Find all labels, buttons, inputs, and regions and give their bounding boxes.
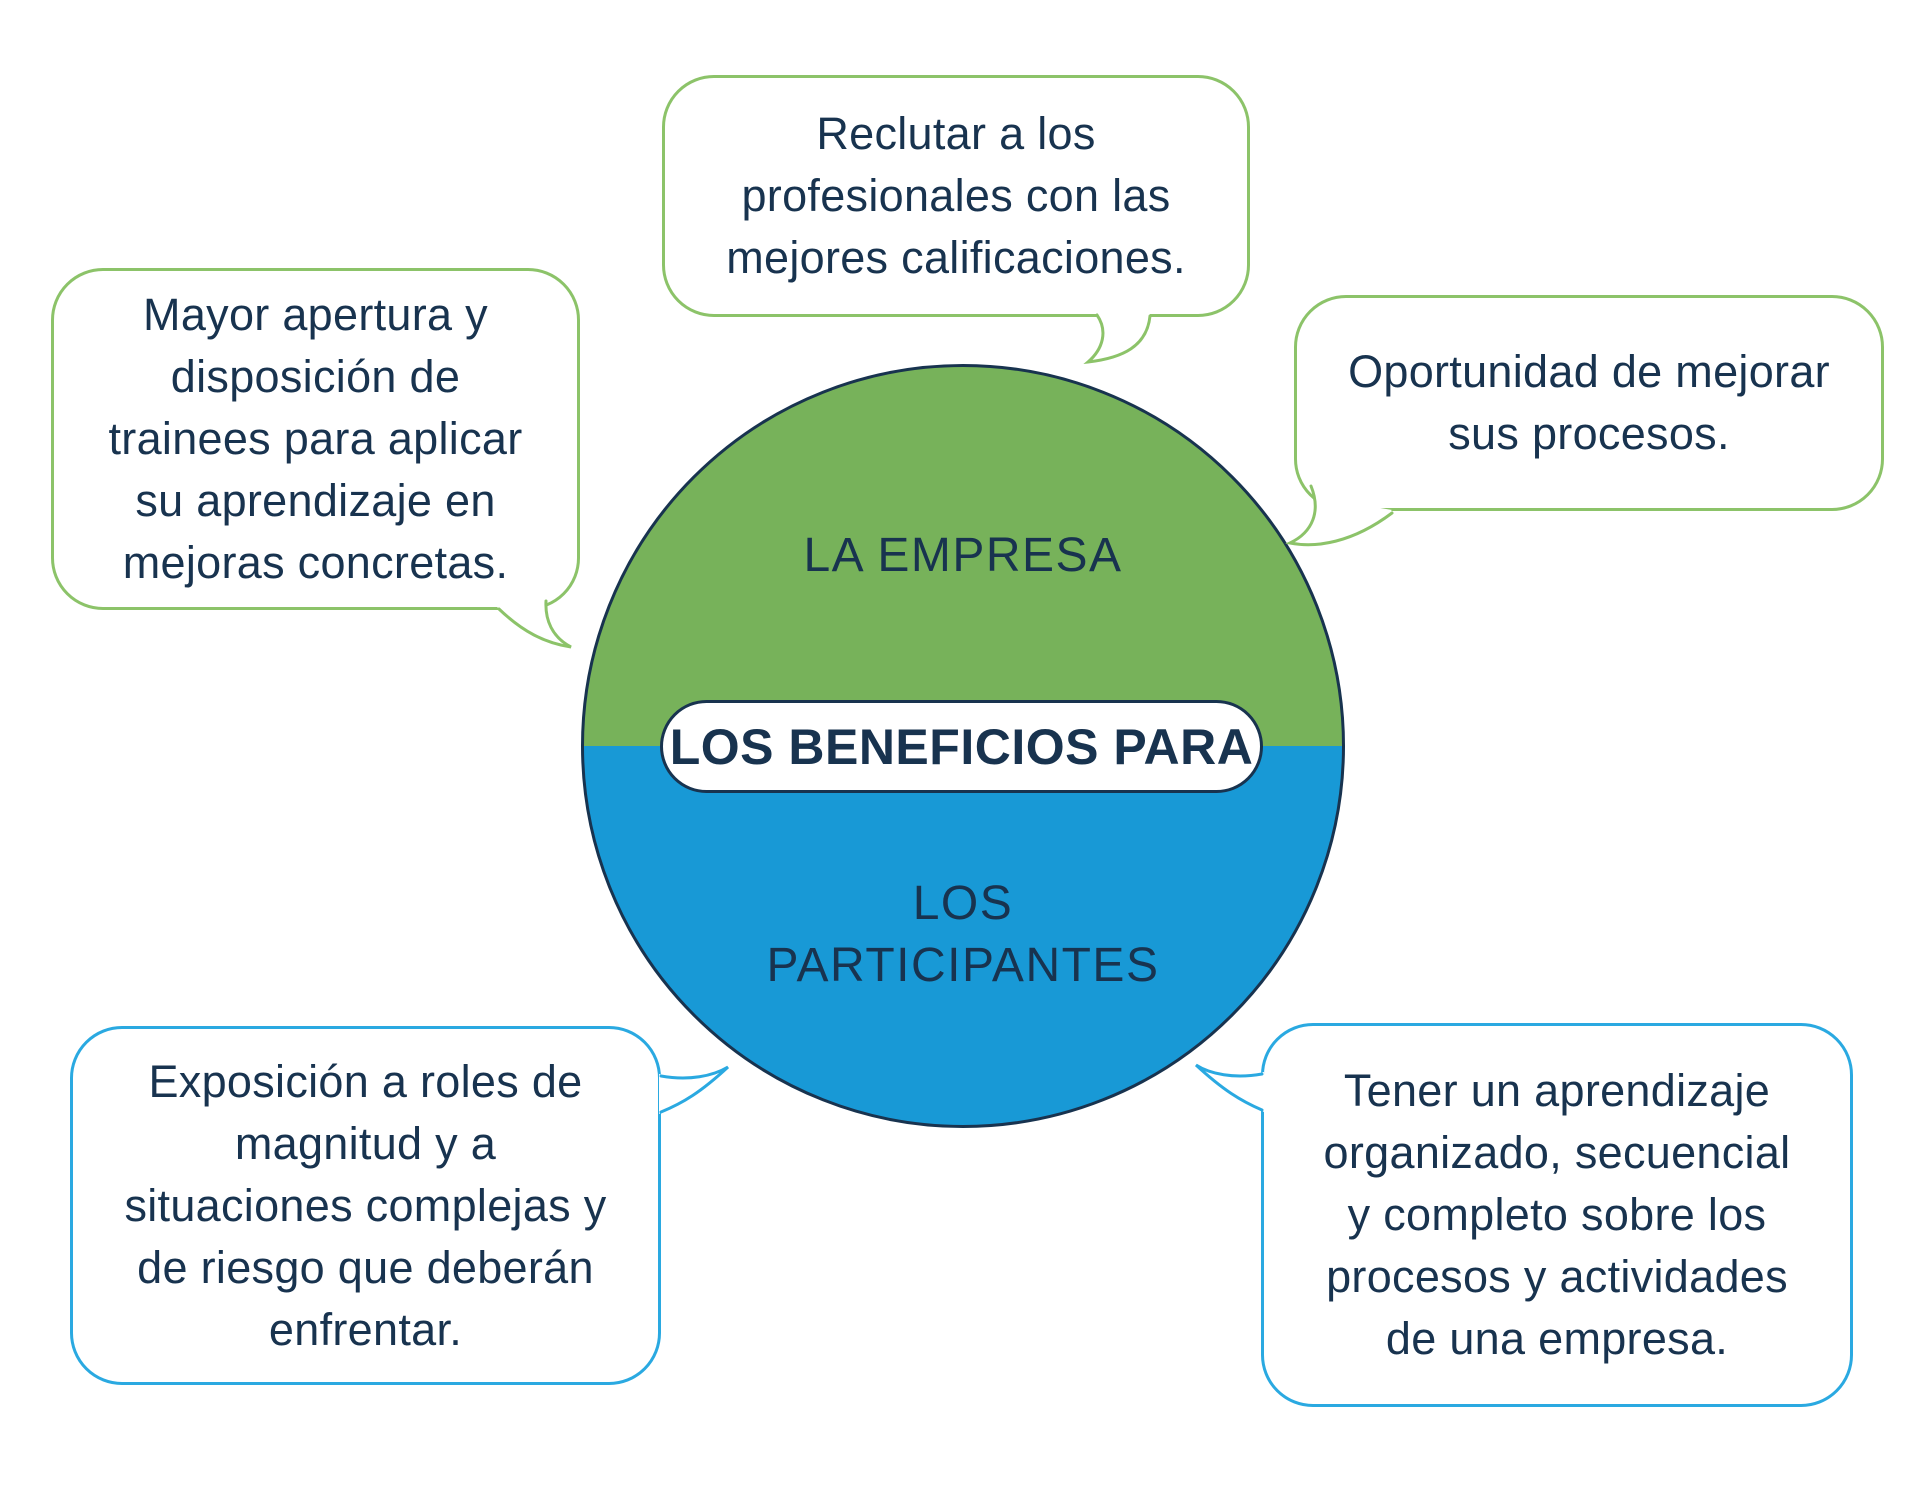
speech-bubble-participantes-exposicion: Exposición a roles de magnitud y a situa… [70,1026,661,1385]
circle-top-half-label: LA EMPRESA [803,529,1123,582]
speech-bubble-empresa-procesos: Oportunidad de mejorar sus procesos. [1294,295,1884,511]
circle-bottom-half-label: LOS PARTICIPANTES [766,877,1160,992]
speech-bubble-empresa-reclutar: Reclutar a los profesionales con las mej… [662,75,1250,317]
speech-bubble-tail-top [1083,313,1152,365]
center-pill: LOS BENEFICIOS PARA [660,700,1263,793]
speech-bubble-tail-bottom-right [1194,1063,1264,1112]
speech-bubble-empresa-apertura: Mayor apertura y disposición de trainees… [51,268,580,610]
speech-bubble-tail-bottom-left [659,1065,730,1114]
speech-bubble-participantes-aprendizaje: Tener un aprendizaje organizado, secuenc… [1261,1023,1853,1407]
center-pill-label: LOS BENEFICIOS PARA [669,718,1254,775]
